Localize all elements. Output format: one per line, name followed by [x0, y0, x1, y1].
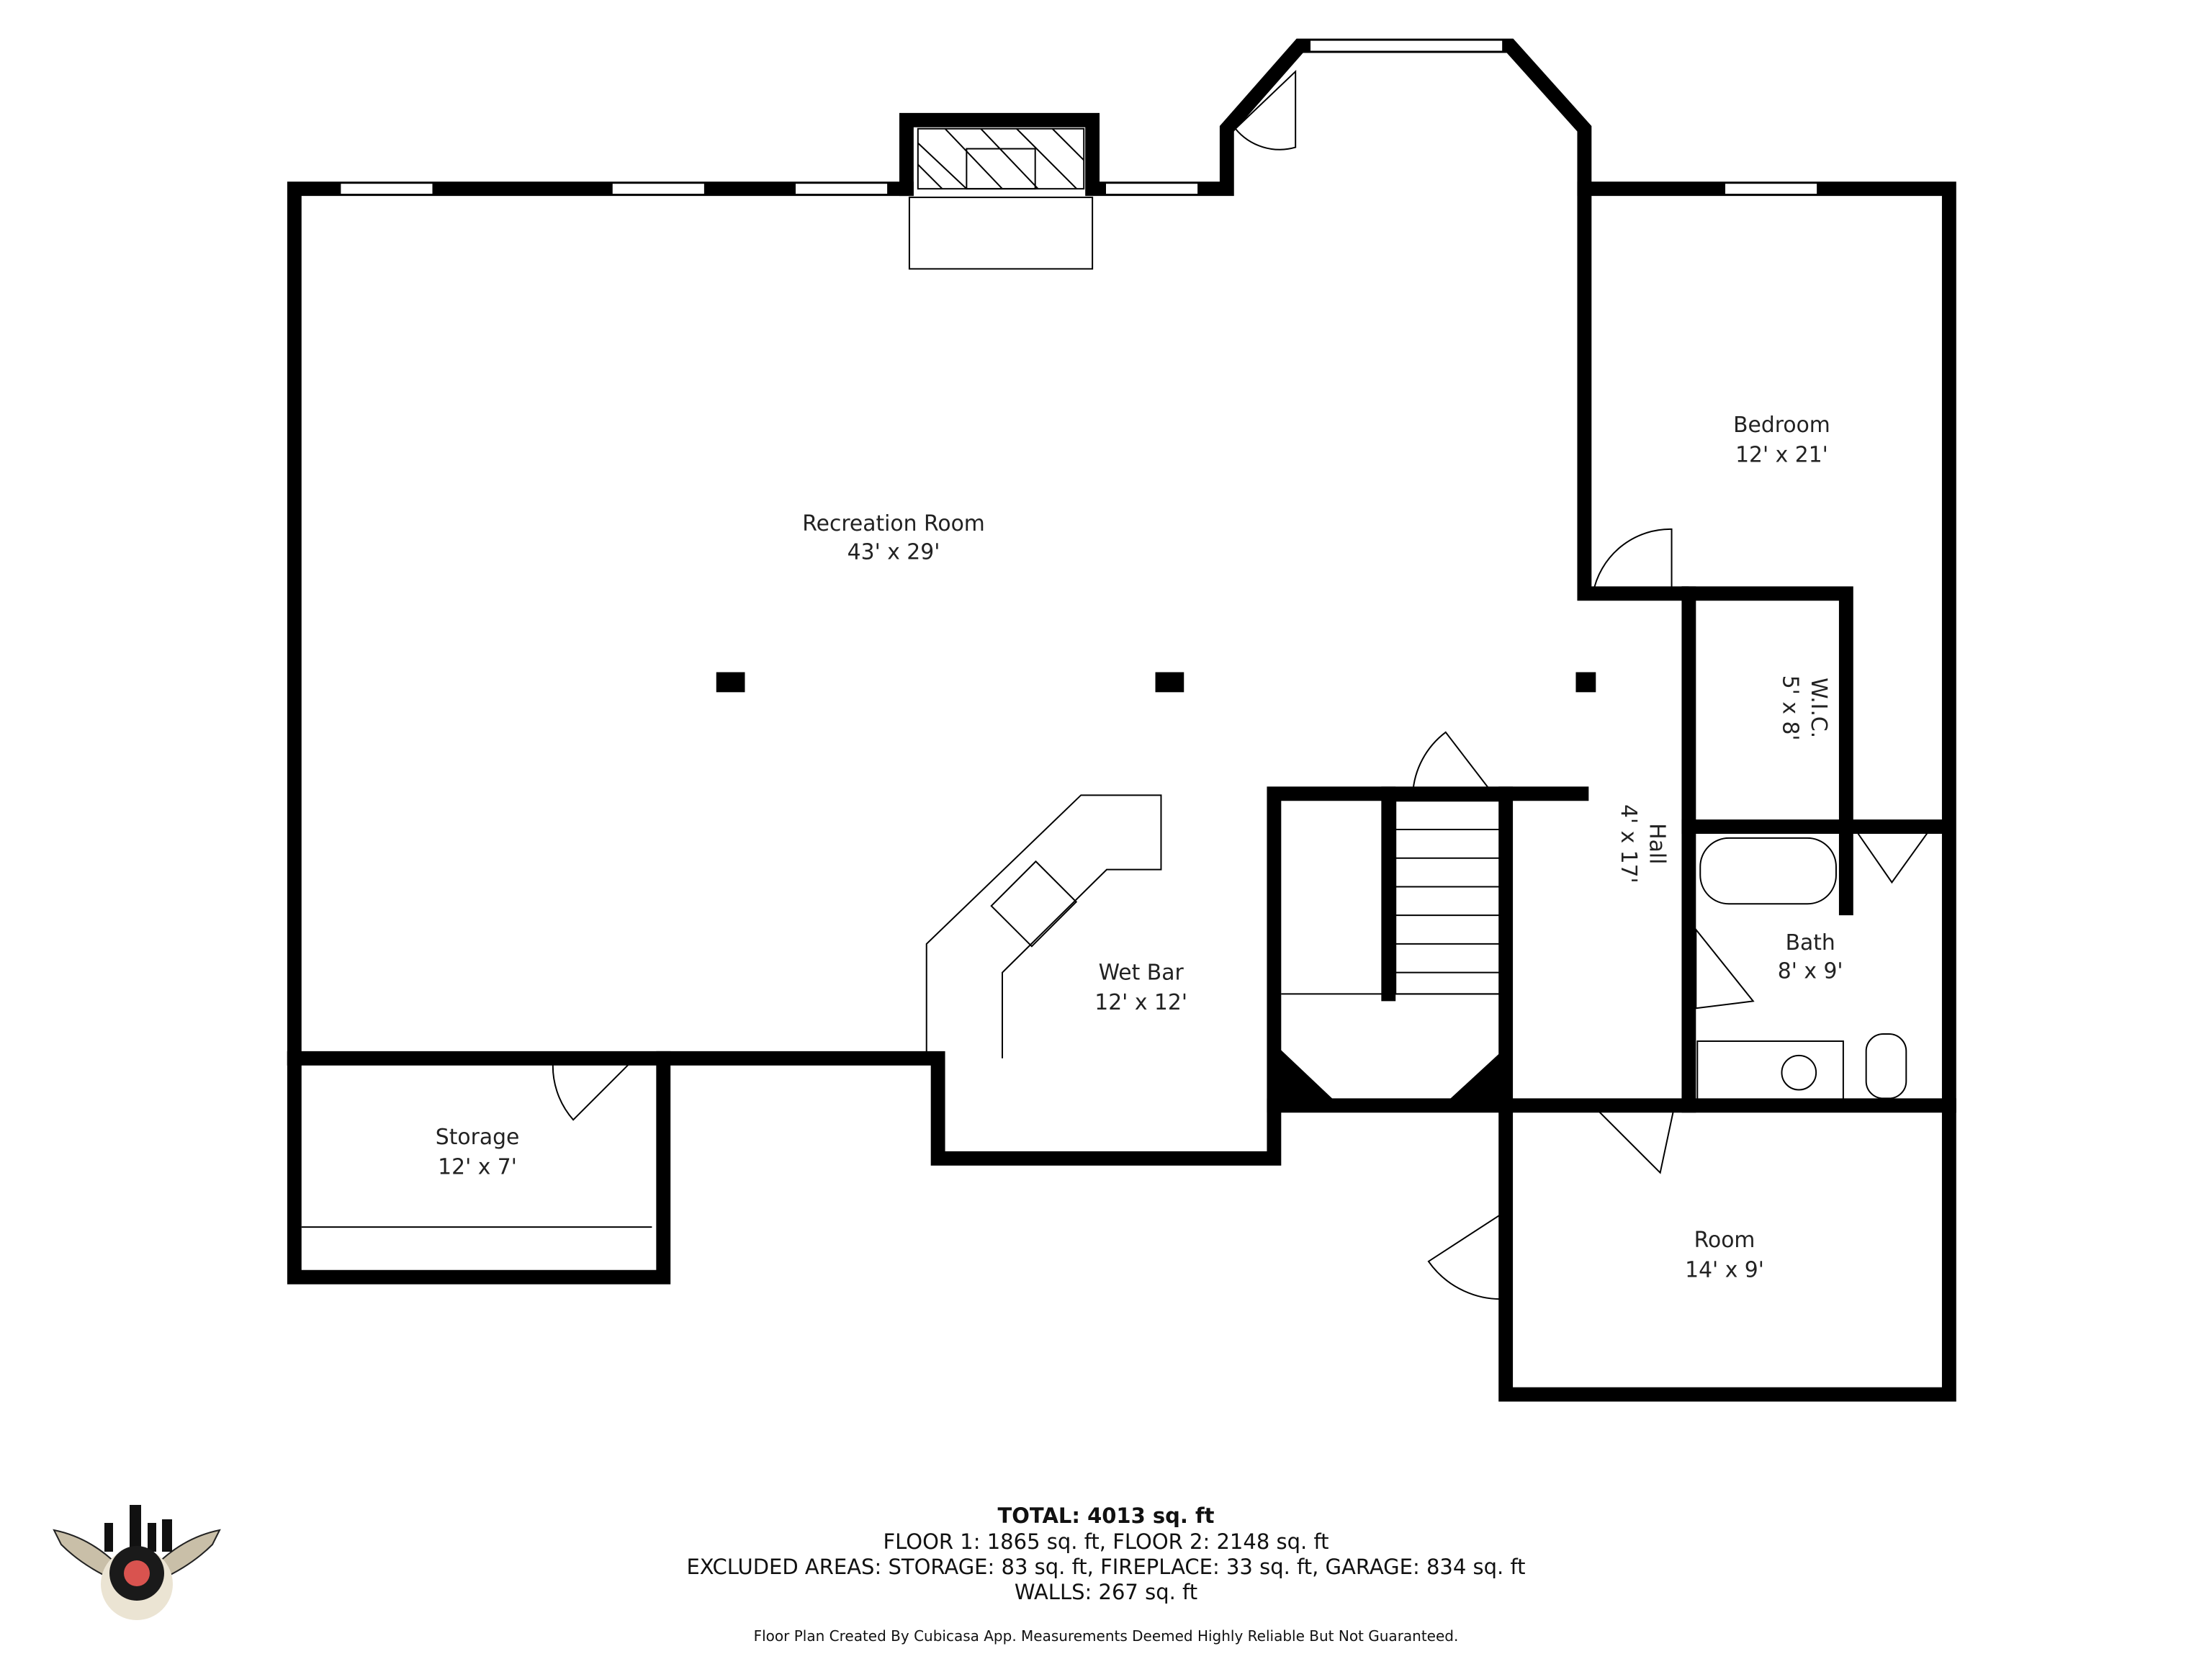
- room-size: 12' x 12': [1094, 990, 1187, 1015]
- room-size: 14' x 9': [1685, 1258, 1764, 1283]
- columns: [716, 672, 1596, 693]
- room-name: Bath: [1786, 930, 1835, 956]
- walls-area: WALLS: 267 sq. ft: [1014, 1580, 1198, 1604]
- room-size: 12' x 21': [1735, 443, 1828, 468]
- windows: [339, 39, 1819, 196]
- room-size: 8' x 9': [1778, 959, 1843, 984]
- room-name: Wet Bar: [1099, 961, 1184, 986]
- room-size: 5' x 8': [1777, 675, 1802, 741]
- room-name: Hall: [1645, 823, 1670, 864]
- room-size: 12' x 7': [438, 1155, 517, 1180]
- total-area: TOTAL: 4013 sq. ft: [997, 1503, 1215, 1528]
- room-name: Recreation Room: [802, 511, 985, 536]
- room-name: W.I.C.: [1806, 678, 1831, 738]
- room-labels: Recreation Room 43' x 29' Bedroom 12' x …: [436, 413, 1843, 1283]
- room-name: Room: [1694, 1228, 1755, 1253]
- excluded-areas: EXCLUDED AREAS: STORAGE: 83 sq. ft, FIRE…: [686, 1555, 1526, 1579]
- walls: [287, 38, 1956, 1402]
- room-name: Bedroom: [1733, 413, 1830, 438]
- fireplace: [908, 127, 1094, 270]
- room-name: Storage: [436, 1125, 520, 1150]
- fixtures: [301, 69, 1933, 1300]
- disclaimer: Floor Plan Created By Cubicasa App. Meas…: [753, 1627, 1459, 1645]
- indiana-sky-pics-logo: [53, 1505, 221, 1620]
- room-size: 4' x 17': [1616, 804, 1641, 884]
- room-size: 43' x 29': [848, 540, 940, 565]
- floor-areas: FLOOR 1: 1865 sq. ft, FLOOR 2: 2148 sq. …: [883, 1529, 1329, 1554]
